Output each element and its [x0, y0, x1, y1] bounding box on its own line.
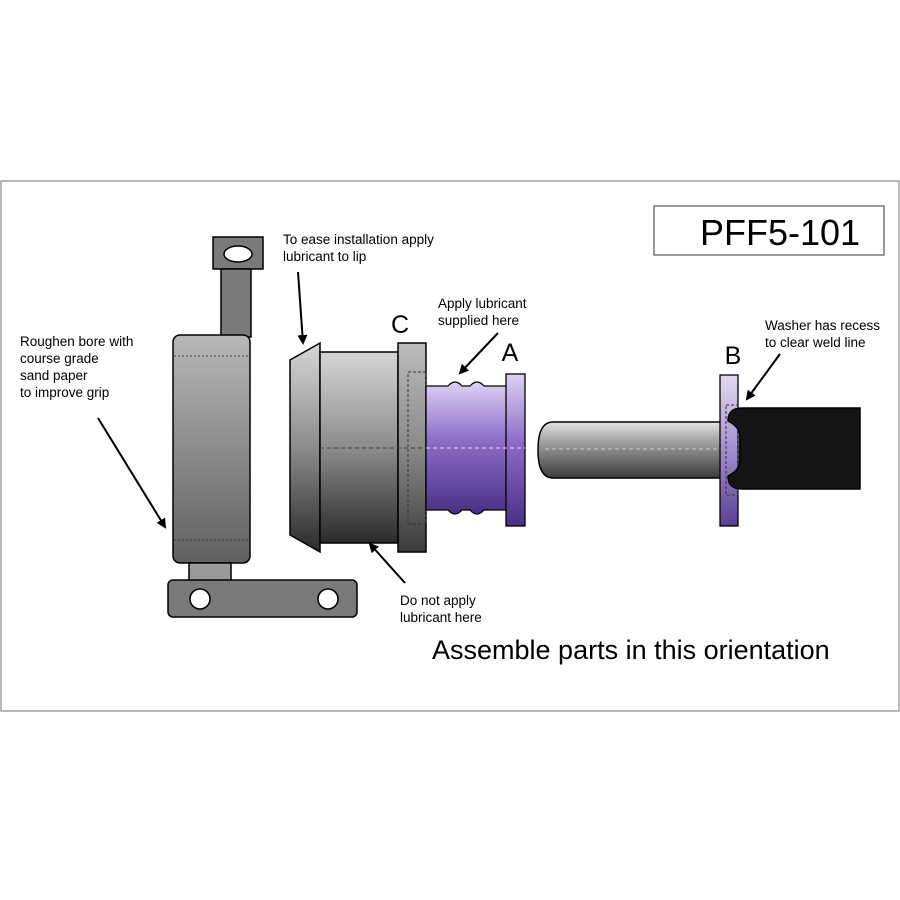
washer — [719, 374, 739, 527]
assembly-caption: Assemble parts in this orientation — [432, 635, 830, 665]
pin — [537, 421, 741, 479]
note-roughen-bore: Roughen bore with course grade sand pape… — [20, 334, 137, 400]
arrow-apply — [458, 332, 499, 375]
bush-shell — [289, 341, 427, 554]
black-tube — [727, 407, 861, 490]
arrow-roughen — [97, 417, 167, 529]
note-apply-lubricant: Apply lubricant supplied here — [438, 296, 530, 328]
note-ease-installation: To ease installation apply lubricant to … — [283, 232, 438, 264]
note-do-not-apply: Do not apply lubricant here — [400, 593, 482, 625]
label-c: C — [391, 311, 409, 339]
shock-absorber — [167, 236, 358, 618]
arrow-no-apply — [368, 542, 406, 584]
arrow-washer — [745, 353, 781, 401]
purple-bush-insert — [425, 373, 526, 527]
label-b: B — [725, 342, 742, 370]
part-number-box: PFF5-101 — [653, 205, 885, 256]
arrow-ease — [297, 271, 308, 345]
part-number-label: PFF5-101 — [700, 212, 860, 253]
note-washer-recess: Washer has recess to clear weld line — [765, 318, 884, 350]
label-a: A — [502, 339, 519, 367]
